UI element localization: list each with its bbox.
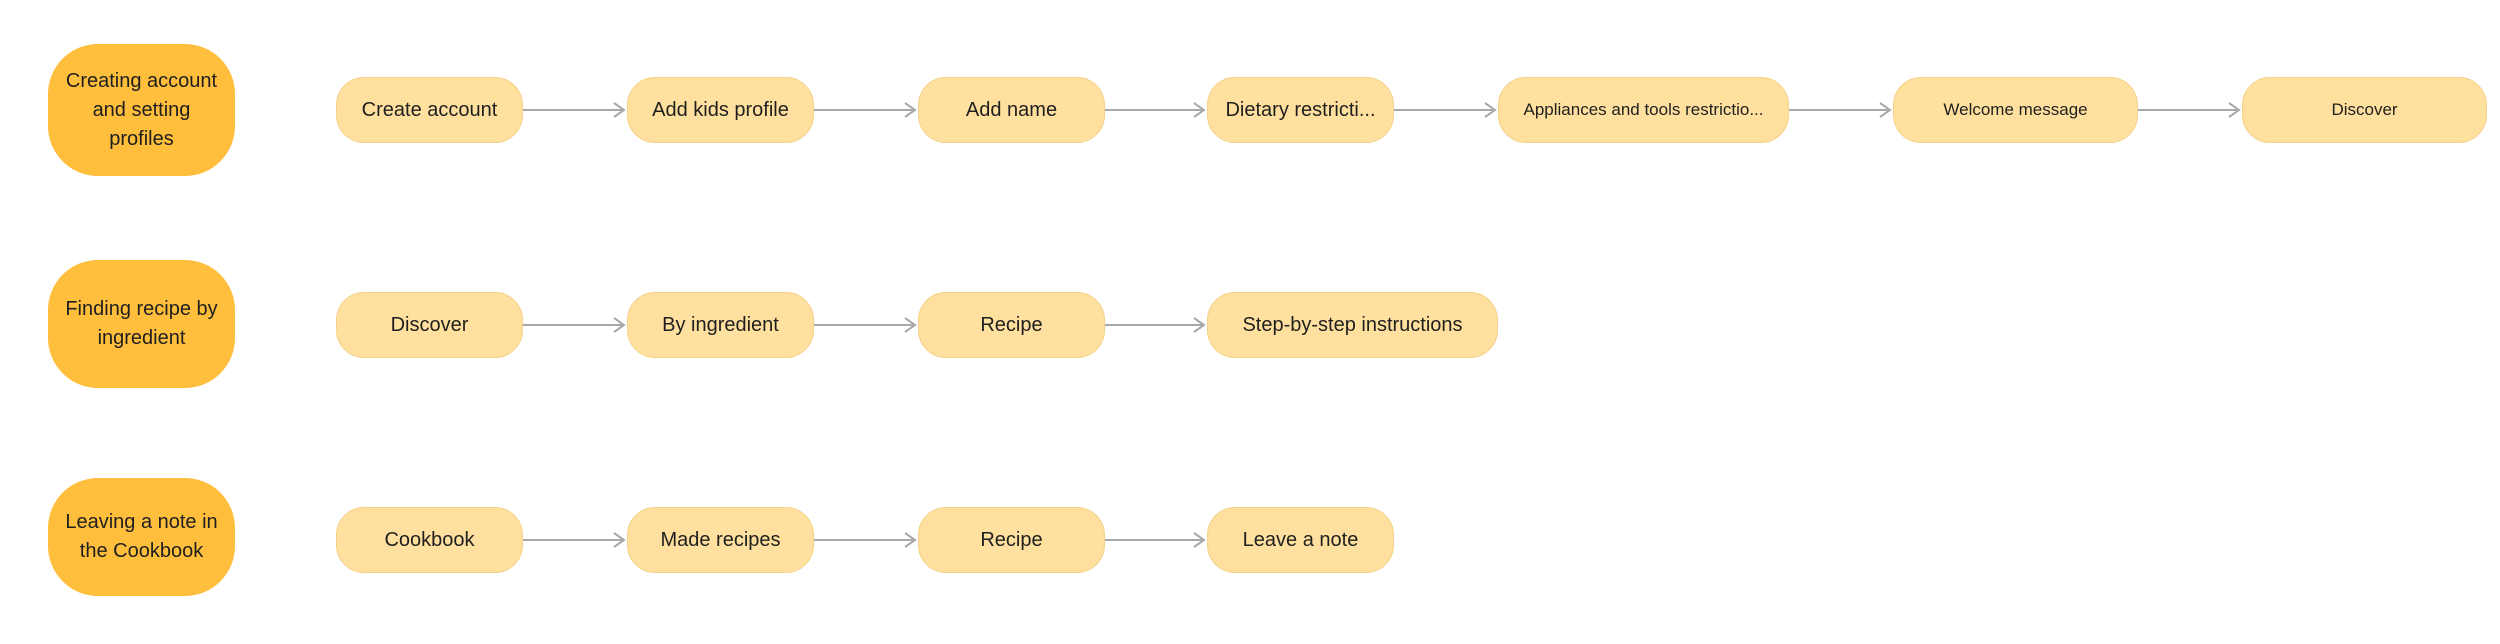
step-appliances-tools-restrictions[interactable]: Appliances and tools restrictio... [1498, 77, 1789, 143]
flow-title: Creating account and setting profiles [48, 44, 235, 176]
flow-title: Finding recipe by ingredient [48, 260, 235, 388]
step-by-ingredient[interactable]: By ingredient [627, 292, 814, 358]
step-made-recipes[interactable]: Made recipes [627, 507, 814, 573]
step-discover[interactable]: Discover [336, 292, 523, 358]
arrow-connector [814, 530, 918, 550]
step-dietary-restrictions[interactable]: Dietary restricti... [1207, 77, 1394, 143]
step-recipe[interactable]: Recipe [918, 507, 1105, 573]
step-leave-a-note[interactable]: Leave a note [1207, 507, 1394, 573]
flow-row-finding-recipe: Finding recipe by ingredient Discover By… [0, 255, 2500, 395]
step-create-account[interactable]: Create account [336, 77, 523, 143]
step-welcome-message[interactable]: Welcome message [1893, 77, 2138, 143]
arrow-connector [1105, 315, 1207, 335]
step-recipe[interactable]: Recipe [918, 292, 1105, 358]
arrow-connector [814, 315, 918, 335]
arrow-connector [1105, 100, 1207, 120]
arrow-connector [814, 100, 918, 120]
arrow-connector [523, 315, 627, 335]
arrow-connector [523, 530, 627, 550]
flow-row-creating-account: Creating account and setting profiles Cr… [0, 40, 2500, 180]
step-add-kids-profile[interactable]: Add kids profile [627, 77, 814, 143]
flow-title: Leaving a note in the Cookbook [48, 478, 235, 596]
step-add-name[interactable]: Add name [918, 77, 1105, 143]
step-cookbook[interactable]: Cookbook [336, 507, 523, 573]
step-step-by-step-instructions[interactable]: Step-by-step instructions [1207, 292, 1498, 358]
arrow-connector [523, 100, 627, 120]
arrow-connector [2138, 100, 2242, 120]
flow-row-leaving-note: Leaving a note in the Cookbook Cookbook … [0, 470, 2500, 610]
arrow-connector [1105, 530, 1207, 550]
arrow-connector [1789, 100, 1893, 120]
arrow-connector [1394, 100, 1498, 120]
step-discover[interactable]: Discover [2242, 77, 2487, 143]
